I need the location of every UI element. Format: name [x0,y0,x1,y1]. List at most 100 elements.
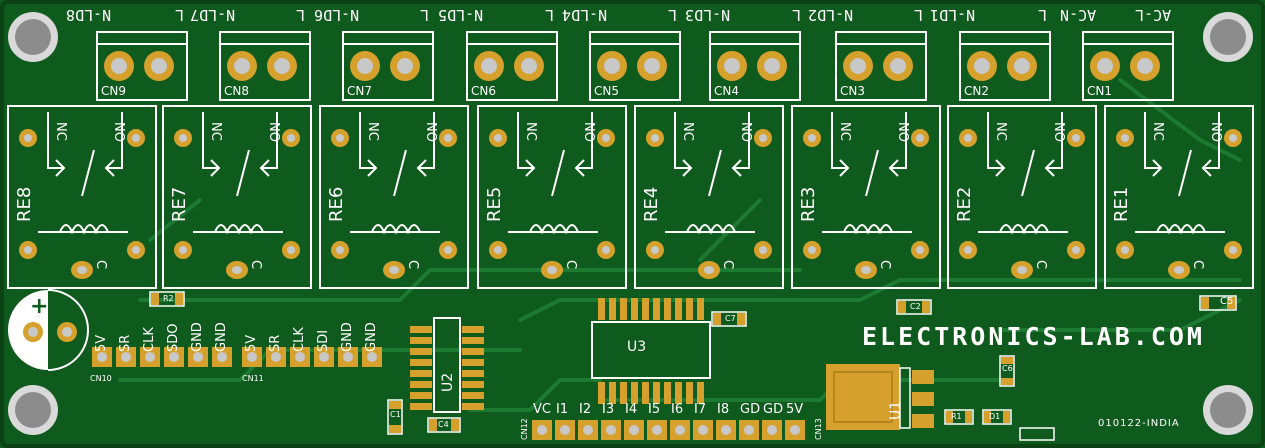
top-label: L [420,6,430,24]
header_cn12-pin-label: GD [763,402,784,417]
terminal-block-cn1 [1082,31,1174,101]
u2-pin [462,337,484,344]
terminal-block-cn5 [589,31,681,101]
top-label: N-LD7 [190,6,236,24]
u3-pin [620,298,627,320]
relay-c-label: C [877,260,892,270]
header_cn12-name: CN12 [520,418,529,440]
relay-label-re2: RE2 [954,186,975,222]
pin-headers [92,347,805,440]
relay-footprints [7,105,1254,289]
header_cn12-pin-label: I5 [648,402,661,417]
relay-nc-label: NC [208,122,223,141]
header_cn11-name: CN11 [242,374,264,383]
u2-pin [462,359,484,366]
connector-label-cn5: CN5 [594,84,619,98]
header_cn13-name: CN13 [814,418,823,440]
u2-pin [462,381,484,388]
relay-re8 [7,105,157,289]
terminal-block-cn4 [709,31,801,101]
relay-label-re3: RE3 [798,186,819,222]
u2-pin [410,381,432,388]
top-label: N-LD8 [66,6,112,24]
u2-pin [410,337,432,344]
top-label: AC-L [1135,6,1172,24]
u3-pin [620,382,627,404]
relay-nc-label: NC [993,122,1008,141]
header_cn11-pin-label: SR [268,334,283,352]
relay-nc-label: NC [680,122,695,141]
relay-no-label: NO [111,122,126,142]
label-c7: C7 [725,314,736,323]
label-c3: C3 [25,348,47,367]
relay-label-re4: RE4 [641,186,662,222]
header_cn11-pin-label: CLK [292,327,307,352]
u3-pin [642,382,649,404]
polarity-mark: + [30,294,49,319]
terminal-block-cn2 [959,31,1051,101]
relay-no-label: NO [266,122,281,142]
chip-u3 [591,298,711,404]
relay-c-label: C [248,260,263,270]
header_cn11-pin-label: GND [364,322,379,352]
u2-pin [462,370,484,377]
relay-c-label: C [1190,260,1205,270]
connector-label-cn3: CN3 [840,84,865,98]
relay-re6 [319,105,469,289]
label-c4: C4 [438,420,449,429]
u2-pin [410,326,432,333]
u2-pin [410,403,432,410]
header_cn12-pin-label: I1 [556,402,569,417]
relay-label-re7: RE7 [169,186,190,222]
u3-pin [609,298,616,320]
header_cn10-pin-label: CLK [142,327,157,352]
relay-c-label: C [563,260,578,270]
label-u3: U3 [627,339,647,355]
connector-label-cn8: CN8 [224,84,249,98]
u3-pin [653,382,660,404]
relay-no-label: NO [423,122,438,142]
header_cn12-pin-label: GD [740,402,761,417]
u3-pin [675,382,682,404]
relay-re5 [477,105,627,289]
u2-pin [410,392,432,399]
header_cn12-pin-label: VC [533,402,551,417]
capacitor-c3 [8,289,89,371]
header_cn12-pin-label: I7 [694,402,707,417]
u3-pin [664,298,671,320]
header_cn12-pin-label: I8 [717,402,730,417]
header_cn12-pin-label: I4 [625,402,638,417]
relay-re2 [947,105,1097,289]
header_cn12-pin-label: I3 [602,402,615,417]
top-label: L [296,6,306,24]
regulator-u1 [826,364,934,430]
relay-c-label: C [93,260,108,270]
relay-nc-label: NC [837,122,852,141]
header_cn12-pin-label: 5V [786,402,804,417]
u3-pin [675,298,682,320]
u3-pin [653,298,660,320]
u3-pin [697,382,704,404]
u2-pin [410,348,432,355]
u2-pin [462,326,484,333]
label-u1: U1 [888,400,904,420]
brand-text: ELECTRONICS-LAB.COM [862,322,1205,351]
relay-no-label: NO [581,122,596,142]
relay-no-label: NO [738,122,753,142]
terminal-block-cn9 [96,31,188,101]
relay-re3 [791,105,941,289]
header_cn10-pin-label: GND [190,322,205,352]
relay-re1 [1104,105,1254,289]
relay-c-label: C [1033,260,1048,270]
relay-label-re1: RE1 [1111,186,1132,222]
mounting-holes [8,12,1253,435]
top-label: N-LD5 [438,6,484,24]
header_cn12-pin-label: I2 [579,402,592,417]
terminal-block-cn6 [466,31,558,101]
connector-label-cn6: CN6 [471,84,496,98]
terminal-block-cn3 [835,31,927,101]
label-r1: R1 [951,412,962,421]
top-label: L [668,6,678,24]
top-label: N-LD4 [562,6,608,24]
